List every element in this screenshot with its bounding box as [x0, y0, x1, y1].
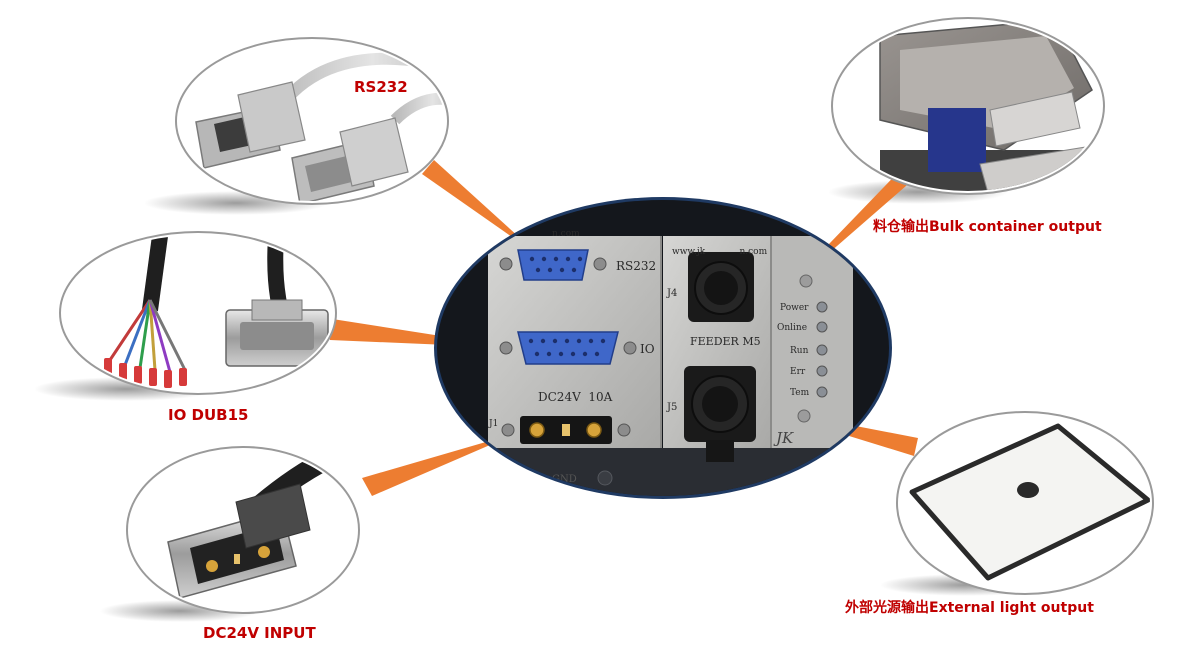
bubble-bulk-container: [831, 17, 1105, 195]
panel-label-j5: J5: [666, 402, 677, 413]
panel-led-tem: Tem: [790, 388, 810, 398]
panel-led-column: [797, 274, 828, 423]
panel-led-power: Power: [780, 303, 809, 313]
panel-label-j1: J1: [488, 419, 498, 429]
panel-label-dc: DC24V 10A: [538, 390, 613, 404]
label-bulk-container-output: 料仓输出Bulk container output: [873, 219, 1102, 235]
bubble-rs232-cable: [175, 37, 449, 205]
panel-url-right: www.jk n.com: [672, 247, 768, 257]
label-external-light-output: 外部光源输出External light output: [845, 600, 1094, 616]
panel-label-j4: J4: [666, 288, 677, 299]
panel-led-online: Online: [777, 323, 807, 333]
panel-io-port: [499, 331, 637, 365]
bubble-light-panel: [896, 411, 1154, 595]
panel-j5-connector: [684, 366, 756, 462]
pointer-dc: [362, 432, 520, 496]
panel-brand: JK: [773, 429, 794, 447]
panel-url-left: n.com: [552, 229, 580, 239]
panel-label-io: IO: [640, 342, 655, 356]
panel-led-err: Err: [790, 367, 806, 377]
panel-j4-connector: [688, 252, 754, 322]
panel-label-rs232: RS232: [616, 259, 656, 273]
label-io-dub15: IO DUB15: [168, 406, 249, 424]
pointer-rs232: [422, 160, 542, 258]
panel-rs232-port: [499, 249, 607, 281]
label-dc24v-input: DC24V INPUT: [203, 624, 316, 642]
panel-led-run: Run: [790, 346, 809, 356]
panel-label-feeder: FEEDER M5: [690, 335, 761, 348]
bubble-io-cable: [59, 231, 337, 395]
controller-panel-photo: n.com www.jk n.com RS232 IO DC24V 10A J1…: [434, 197, 892, 499]
panel-dc-port: [501, 416, 631, 444]
bubble-dc-cable: [126, 446, 360, 614]
label-rs232: RS232: [354, 78, 408, 96]
panel-label-gnd: GND: [552, 474, 577, 485]
